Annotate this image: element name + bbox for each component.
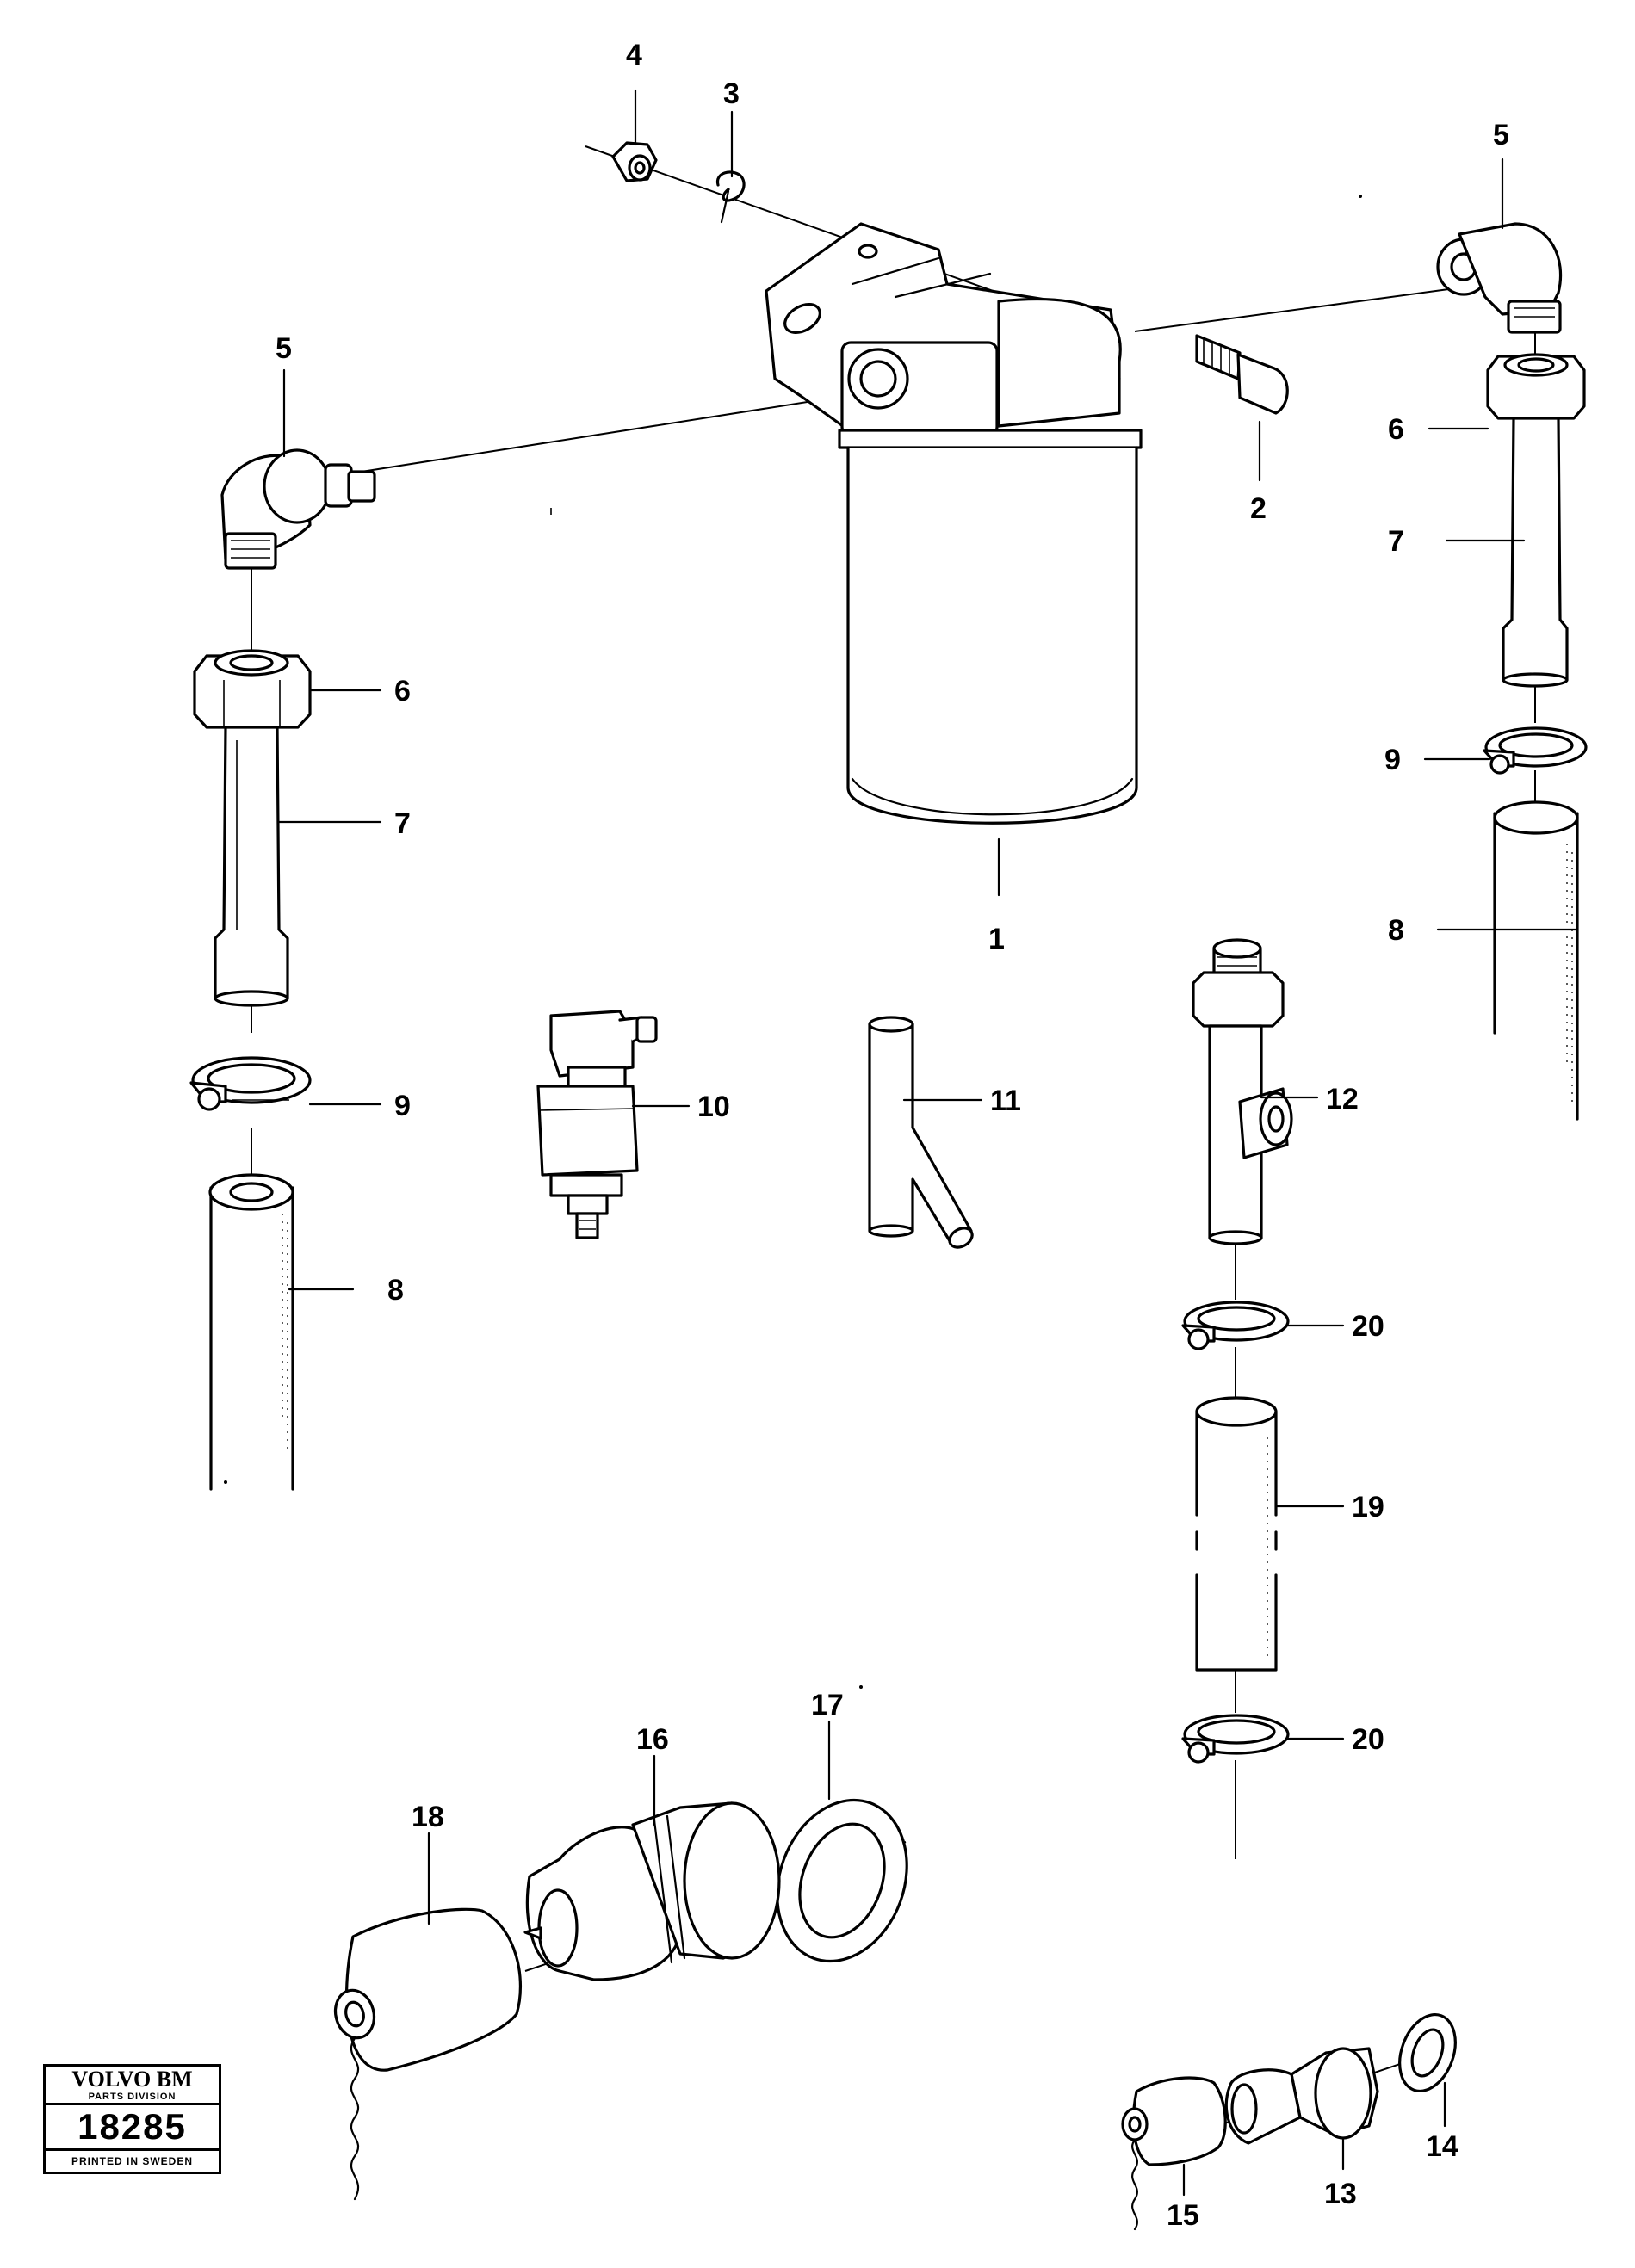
badge-brand: VOLVO BM <box>71 2067 193 2092</box>
callout-labels: 1 2 3 4 5 5 6 6 7 7 8 8 9 9 10 11 12 13 … <box>276 39 1509 2232</box>
callout-15: 15 <box>1167 2199 1199 2232</box>
part-2-bolt <box>1195 334 1289 482</box>
part-9-clamp-right <box>1483 726 1588 775</box>
callout-19: 19 <box>1352 1491 1384 1523</box>
part-15-dust-cap <box>1121 2076 1227 2231</box>
callout-7-left: 7 <box>394 807 411 840</box>
parts-badge: VOLVO BM PARTS DIVISION 18285 PRINTED IN… <box>43 2064 221 2174</box>
callout-5-left: 5 <box>276 332 292 365</box>
callout-11: 11 <box>990 1085 1021 1117</box>
part-7-pipe-left <box>214 726 289 1007</box>
badge-number: 18285 <box>46 2105 219 2151</box>
callout-6-left: 6 <box>394 675 411 708</box>
part-8-hose-left <box>208 1173 294 1491</box>
callout-17: 17 <box>811 1689 844 1721</box>
part-3-lock-washer <box>715 170 746 224</box>
badge-brand-row: VOLVO BM PARTS DIVISION <box>46 2067 219 2105</box>
callout-3: 3 <box>723 77 740 110</box>
part-19-hose <box>1195 1396 1278 1672</box>
callout-9-right: 9 <box>1384 744 1401 776</box>
badge-division: PARTS DIVISION <box>88 2092 177 2102</box>
part-17-seal-ring <box>776 1798 908 1963</box>
part-6-nut-left <box>193 649 312 729</box>
part-9-clamp-left <box>189 1056 312 1111</box>
callout-20-upper: 20 <box>1352 1310 1384 1343</box>
part-8-hose-right <box>1493 800 1579 1121</box>
part-7-pipe-right <box>1502 417 1569 688</box>
callout-6-right: 6 <box>1388 413 1404 446</box>
part-20-clamp-lower <box>1181 1714 1290 1764</box>
part-1-filter-assembly <box>765 222 1143 897</box>
callout-14: 14 <box>1426 2130 1458 2163</box>
callout-20-lower: 20 <box>1352 1723 1384 1756</box>
part-14-washer <box>1398 2012 1457 2093</box>
leader-lines <box>277 89 1577 2197</box>
callout-5-right: 5 <box>1493 119 1509 151</box>
part-5-elbow-right <box>1436 222 1563 334</box>
callout-16: 16 <box>636 1723 669 1756</box>
callout-4: 4 <box>626 39 642 71</box>
part-5-elbow-left <box>220 448 376 570</box>
part-18-dust-cap <box>333 1907 523 2201</box>
callout-1: 1 <box>988 923 1005 955</box>
part-16-quick-coupling <box>523 1801 781 1981</box>
part-12-tee-fitting <box>1192 938 1293 1245</box>
scan-specks <box>224 195 1362 1689</box>
callout-9-left: 9 <box>394 1090 411 1122</box>
part-20-clamp-upper <box>1181 1301 1290 1350</box>
callout-2: 2 <box>1250 492 1267 525</box>
part-13-quick-coupling <box>1224 2047 1379 2145</box>
callout-12: 12 <box>1326 1083 1359 1115</box>
part-6-nut-right <box>1486 353 1586 420</box>
callout-8-right: 8 <box>1388 914 1404 947</box>
callout-10: 10 <box>697 1091 730 1123</box>
badge-printed: PRINTED IN SWEDEN <box>71 2155 193 2167</box>
part-10-pressure-switch <box>536 1010 658 1239</box>
callout-18: 18 <box>412 1801 444 1833</box>
callout-13: 13 <box>1324 2178 1357 2210</box>
part-4-nut <box>611 141 658 182</box>
part-11-y-pipe <box>868 1016 974 1249</box>
callout-8-left: 8 <box>387 1274 404 1307</box>
callout-7-right: 7 <box>1388 525 1404 558</box>
